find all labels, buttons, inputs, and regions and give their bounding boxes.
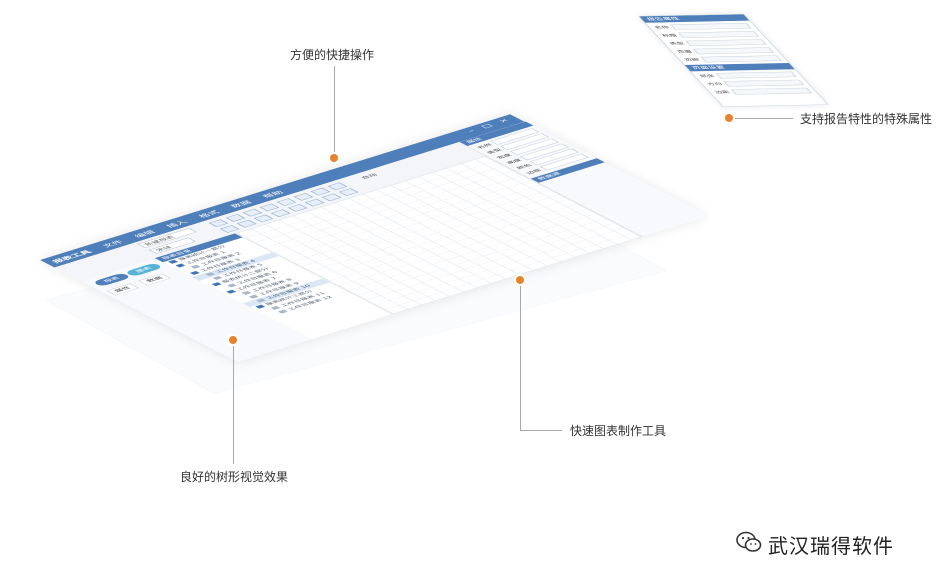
callout-tree-dot [229, 336, 237, 344]
callout-attrs-text: 支持报告特性的特殊属性 [800, 112, 933, 126]
callout-chart-line-h [520, 430, 562, 431]
page-setting-label: 边距 [713, 90, 732, 95]
callout-shortcut-line [334, 66, 335, 156]
report-property-row: 类型 [667, 39, 767, 47]
restore-button[interactable]: □ [479, 123, 495, 130]
toolbar-label: 自动 [359, 172, 380, 180]
report-property-row: 页脚 [682, 55, 782, 63]
page-setting-field[interactable] [715, 71, 797, 79]
wechat-watermark: 武汉瑞得软件 [736, 527, 936, 558]
report-properties-rows: 名称标题类型页眉页脚 [647, 22, 787, 63]
report-property-label: 名称 [653, 25, 671, 30]
page-setting-row: 纸张 [697, 71, 797, 79]
report-property-label: 页脚 [683, 57, 701, 62]
callout-shortcut-text: 方便的快捷操作 [290, 48, 375, 62]
report-property-field[interactable] [700, 55, 782, 63]
minimize-button[interactable]: – [466, 128, 478, 134]
callout-tree-text: 良好的树形视觉效果 [180, 470, 289, 484]
page-setting-row: 边距 [712, 87, 812, 95]
report-property-row: 名称 [652, 23, 752, 31]
report-property-row: 页眉 [675, 47, 775, 55]
page-setting-label: 方向 [706, 82, 724, 87]
callout-shortcut-dot [330, 154, 338, 162]
page-setup-title: 页面设置 [684, 62, 795, 72]
watermark-text: 武汉瑞得软件 [768, 534, 894, 558]
page-setting-label: 纸张 [698, 74, 716, 78]
callout-chart-text: 快速图表制作工具 [570, 424, 667, 438]
report-property-label: 页眉 [675, 49, 694, 54]
page-setting-row: 方向 [705, 79, 805, 87]
document-icon [277, 309, 288, 314]
wechat-icon [736, 531, 762, 552]
callout-attrs-line [731, 118, 793, 119]
report-property-field[interactable] [670, 23, 752, 30]
report-property-row: 标题 [660, 31, 760, 39]
page-setting-field[interactable] [730, 87, 812, 95]
report-property-field[interactable] [693, 47, 775, 55]
report-property-label: 类型 [668, 41, 686, 46]
tab-properties[interactable]: 属性 [106, 283, 140, 296]
callout-tree-line [233, 342, 234, 464]
report-property-field[interactable] [685, 39, 767, 47]
property-label: 边框 [524, 168, 544, 176]
report-properties-title: 报告属性 [639, 14, 750, 23]
close-button[interactable]: × [497, 118, 512, 124]
report-property-field[interactable] [677, 31, 759, 39]
report-properties-panel: 报告属性 名称标题类型页眉页脚 页面设置 纸张方向边距 [638, 13, 829, 107]
callout-attrs-dot [725, 114, 733, 122]
report-property-label: 标题 [660, 33, 679, 38]
page-setup-rows: 纸张方向边距 [692, 71, 817, 96]
callout-chart-dot [516, 276, 524, 284]
page-setting-field[interactable] [723, 79, 805, 87]
callout-chart-line-v [520, 282, 521, 430]
tab-data[interactable]: 数据 [138, 273, 172, 286]
